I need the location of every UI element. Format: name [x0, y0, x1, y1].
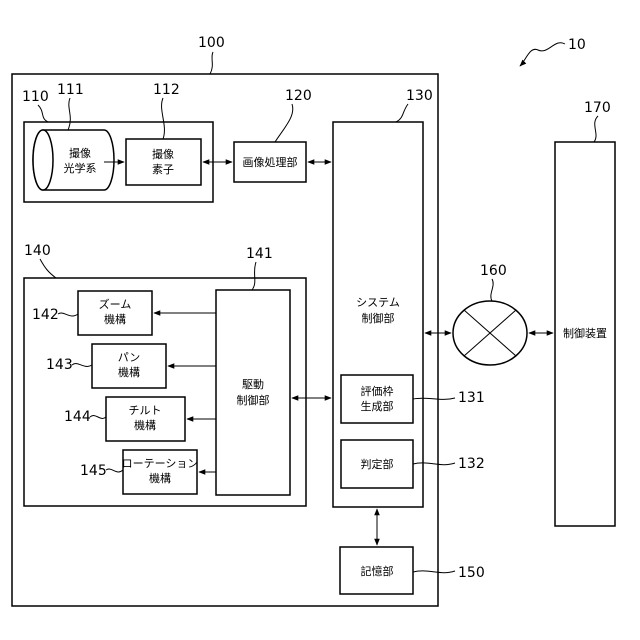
sensor-label-2: 素子 [152, 163, 174, 176]
zoom-label-1: ズーム [99, 297, 132, 311]
optics-label-2: 光学系 [64, 161, 97, 175]
ref-camera: 100 [198, 35, 225, 51]
controller-label: 制御装置 [563, 326, 607, 340]
ref-zoom: 142 [32, 307, 59, 323]
ref-controller: 170 [584, 100, 611, 116]
drive-control-label-2: 制御部 [237, 393, 270, 407]
ref-storage: 150 [458, 565, 485, 581]
zoom-label-2: 機構 [104, 312, 126, 326]
ref-pan: 143 [46, 357, 73, 373]
rotation-label-2: 機構 [149, 471, 171, 485]
tilt-label-1: チルト [129, 404, 162, 417]
image-processing-label: 画像処理部 [243, 155, 298, 169]
eval-frame-label-1: 評価枠 [361, 384, 394, 398]
pan-label-2: 機構 [118, 365, 140, 379]
drive-control-box [216, 290, 290, 495]
ref-image-processing: 120 [285, 88, 312, 104]
system-control-label-1: システム [356, 296, 400, 309]
eval-frame-box [341, 375, 413, 423]
ref-optics: 111 [57, 82, 84, 98]
ref-tilt: 144 [64, 409, 91, 425]
ref-judgment: 132 [458, 456, 485, 472]
optics-label-1: 撮像 [69, 146, 91, 160]
sensor-box [126, 139, 201, 185]
tilt-label-2: 機構 [134, 418, 156, 432]
ref-imaging-unit: 110 [22, 89, 49, 105]
ref-system-arrow [520, 43, 565, 66]
optics-lens [33, 130, 114, 190]
ref-camera-leader [210, 52, 213, 74]
network-node [453, 301, 527, 365]
drive-control-label-1: 駆動 [242, 377, 264, 391]
ref-rotation: 145 [80, 463, 107, 479]
sensor-label-1: 撮像 [152, 147, 174, 161]
system-control-label-2: 制御部 [362, 311, 395, 325]
ref-drive-control: 141 [246, 246, 273, 262]
eval-frame-label-2: 生成部 [361, 399, 394, 413]
storage-label: 記憶部 [361, 564, 394, 578]
rotation-label-1: ローテーション [122, 457, 199, 470]
judgment-label: 判定部 [361, 457, 394, 471]
ref-drive-unit: 140 [24, 243, 51, 259]
ref-network-leader [491, 279, 493, 301]
ref-system-control: 130 [406, 88, 433, 104]
ref-controller-leader [594, 116, 598, 142]
ref-sensor: 112 [153, 82, 180, 98]
ref-eval-frame: 131 [458, 390, 485, 406]
ref-system: 10 [568, 37, 586, 53]
pan-label-1: パン [118, 351, 141, 364]
ref-network: 160 [480, 263, 507, 279]
